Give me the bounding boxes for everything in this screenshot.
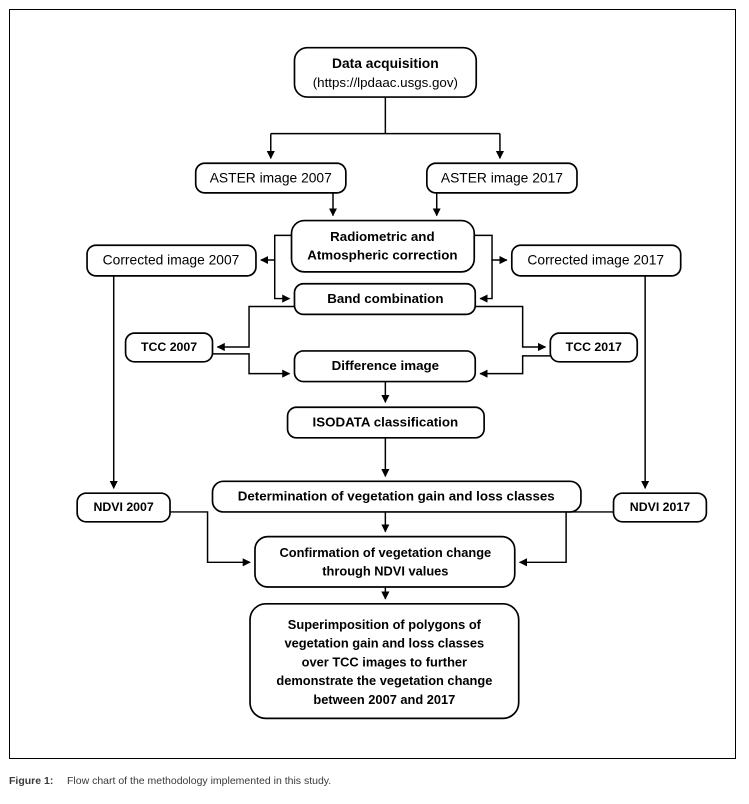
node-ndvi-2017[interactable]: NDVI 2017 — [612, 492, 708, 523]
node-label-isodata-classification: ISODATA classification — [313, 415, 459, 430]
node-label-data-acquisition-line1: Data acquisition — [332, 55, 439, 71]
figure-caption: Figure 1: Flow chart of the methodology … — [9, 775, 736, 795]
node-box-ndvi-2017 — [612, 492, 708, 523]
node-label-ndvi-2017: NDVI 2017 — [630, 500, 690, 514]
node-label-confirmation-line1: Confirmation of vegetation change — [280, 545, 492, 560]
node-label-data-acquisition-line2: (https://lpdaac.usgs.gov) — [313, 75, 458, 90]
edge-radiometric-corrected2007 — [260, 234, 292, 265]
node-corrected-2007[interactable]: Corrected image 2007 — [86, 244, 257, 277]
node-superimposition[interactable]: Superimposition of polygons of vegetatio… — [249, 602, 520, 720]
node-label-band-combination: Band combination — [327, 291, 443, 306]
node-band-combination[interactable]: Band combination — [293, 282, 477, 316]
edges-layer — [109, 97, 650, 600]
node-label-tcc-2007: TCC 2007 — [141, 340, 197, 354]
node-box-ndvi-2007 — [76, 492, 171, 523]
node-determination-classes[interactable]: Determination of vegetation gain and los… — [211, 480, 582, 513]
node-label-tcc-2017: TCC 2017 — [566, 340, 622, 354]
node-box-determination-classes — [211, 480, 582, 513]
figure-caption-text: Flow chart of the methodology implemente… — [67, 775, 332, 787]
node-data-acquisition[interactable]: Data acquisition (https://lpdaac.usgs.go… — [293, 46, 478, 98]
node-label-superimposition-line3: over TCC images to further — [302, 654, 467, 669]
edge-tcc2007-difference — [212, 353, 291, 378]
node-difference-image[interactable]: Difference image — [293, 350, 477, 383]
node-ndvi-2007[interactable]: NDVI 2007 — [76, 492, 171, 523]
node-label-superimposition-line4: demonstrate the vegetation change — [276, 673, 492, 688]
node-isodata-classification[interactable]: ISODATA classification — [286, 406, 485, 439]
node-box-radiometric-correction — [290, 219, 476, 273]
edge-tcc2017-difference — [479, 355, 551, 378]
node-box-aster-2017 — [426, 162, 578, 194]
node-label-corrected-2017: Corrected image 2017 — [527, 252, 664, 268]
node-label-superimposition-line1: Superimposition of polygons of — [288, 617, 482, 632]
node-radiometric-correction[interactable]: Radiometric and Atmospheric correction — [290, 219, 476, 273]
node-label-difference-image: Difference image — [332, 358, 439, 373]
edge-radiometric-corrected2017 — [474, 234, 508, 265]
node-box-tcc-2007 — [124, 332, 214, 363]
node-box-corrected-2017 — [510, 244, 682, 277]
node-confirmation-ndvi[interactable]: Confirmation of vegetation change throug… — [254, 535, 516, 588]
node-label-radiometric-line2: Atmospheric correction — [307, 248, 457, 263]
node-label-ndvi-2007: NDVI 2007 — [93, 500, 153, 514]
edge-ndvi2017-confirmation — [518, 511, 614, 567]
edge-corrected2017-band — [479, 260, 493, 303]
node-label-superimposition-line5: between 2007 and 2017 — [313, 692, 455, 707]
edge-ndvi2007-confirmation — [170, 511, 251, 567]
node-label-aster-2007: ASTER image 2007 — [210, 170, 332, 186]
node-box-difference-image — [293, 350, 477, 383]
node-label-radiometric-line1: Radiometric and — [330, 229, 434, 244]
nodes-layer: Data acquisition (https://lpdaac.usgs.go… — [76, 46, 708, 720]
node-box-tcc-2017 — [549, 332, 639, 363]
node-box-aster-2007 — [194, 162, 347, 194]
node-label-determination-classes: Determination of vegetation gain and los… — [238, 489, 555, 504]
node-box-band-combination — [293, 282, 477, 316]
node-tcc-2017[interactable]: TCC 2017 — [549, 332, 639, 363]
edge-corrected2007-band — [273, 260, 291, 303]
figure-frame: Data acquisition (https://lpdaac.usgs.go… — [9, 9, 736, 759]
edge-band-tcc2007 — [216, 305, 295, 352]
node-label-superimposition-line2: vegetation gain and loss classes — [285, 636, 485, 651]
node-tcc-2007[interactable]: TCC 2007 — [124, 332, 214, 363]
node-corrected-2017[interactable]: Corrected image 2017 — [510, 244, 682, 277]
node-label-corrected-2007: Corrected image 2007 — [103, 252, 240, 268]
node-label-aster-2017: ASTER image 2017 — [441, 170, 563, 186]
node-box-data-acquisition — [293, 46, 478, 98]
node-label-confirmation-line2: through NDVI values — [322, 564, 448, 579]
figure-caption-label: Figure 1: — [9, 775, 54, 787]
node-box-confirmation-ndvi — [254, 535, 516, 588]
node-box-isodata-classification — [286, 406, 485, 439]
node-aster-2007[interactable]: ASTER image 2007 — [194, 162, 347, 194]
flowchart-svg: Data acquisition (https://lpdaac.usgs.go… — [76, 46, 708, 720]
node-box-superimposition — [249, 602, 520, 720]
node-box-corrected-2007 — [86, 244, 257, 277]
edge-band-tcc2017 — [475, 305, 547, 352]
node-aster-2017[interactable]: ASTER image 2017 — [426, 162, 578, 194]
